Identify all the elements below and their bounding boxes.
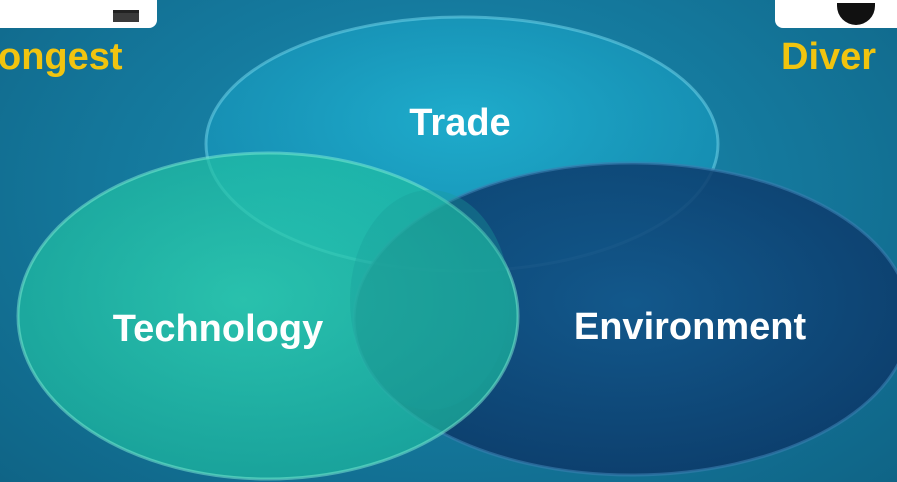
header-left-word: ongest: [0, 36, 123, 78]
label-trade: Trade: [409, 102, 511, 144]
overlap-highlight: [350, 190, 510, 410]
right-logo-icon: [775, 0, 897, 28]
technology-circle: [16, 151, 520, 481]
label-environment: Environment: [573, 306, 807, 348]
header-right-word: Diver: [781, 36, 877, 78]
left-logo-icon: [0, 0, 157, 28]
label-technology: Technology: [112, 308, 324, 350]
